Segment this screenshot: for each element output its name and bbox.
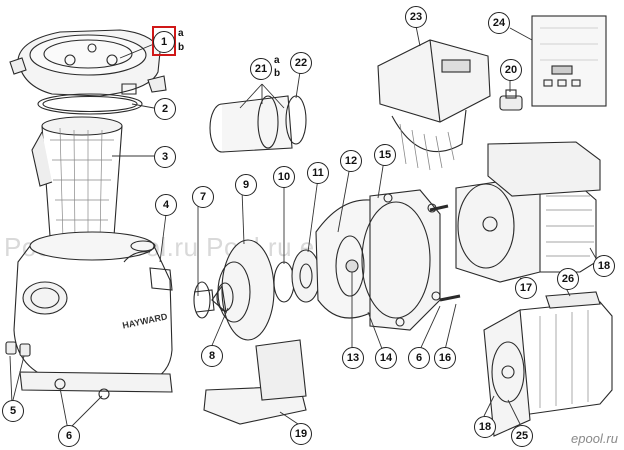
callout-6: 6 — [58, 425, 80, 447]
callout-25: 25 — [511, 425, 533, 447]
callout-21: 21 — [250, 58, 272, 80]
callout-13: 13 — [342, 347, 364, 369]
motor-part — [455, 141, 601, 283]
callout-14: 14 — [375, 347, 397, 369]
callout-7: 7 — [192, 186, 214, 208]
callout-1-sub-a: a — [178, 28, 184, 39]
callout-6b: 6 — [408, 347, 430, 369]
callout-2: 2 — [154, 98, 176, 120]
callout-9: 9 — [235, 174, 257, 196]
callout-4: 4 — [155, 194, 177, 216]
gasket-ring-part — [273, 261, 295, 303]
site-logo: epool.ru — [571, 431, 618, 446]
callout-19: 19 — [290, 423, 312, 445]
lid-part — [9, 29, 167, 97]
callout-5: 5 — [2, 400, 24, 422]
callout-11: 11 — [307, 162, 329, 184]
callout-8: 8 — [201, 345, 223, 367]
callout-24: 24 — [488, 12, 510, 34]
callout-18: 18 — [593, 255, 615, 277]
callout-1-sub-b: b — [178, 42, 185, 53]
impeller-part — [291, 249, 321, 303]
callout-23: 23 — [405, 6, 427, 28]
strainer-basket-part — [31, 116, 123, 245]
square-flange-motor-part — [483, 291, 613, 437]
diffuser-part — [211, 239, 275, 341]
fitting-part — [499, 89, 523, 111]
pump-base-part — [203, 339, 307, 425]
drive-part — [377, 39, 491, 171]
callout-12: 12 — [340, 150, 362, 172]
callout-21-sub-a: a — [274, 55, 280, 66]
drain-plugs-part — [5, 341, 31, 357]
callout-3: 3 — [154, 146, 176, 168]
callout-1: 1 — [153, 31, 175, 53]
callout-10: 10 — [273, 166, 295, 188]
callout-16: 16 — [434, 347, 456, 369]
control-panel-part — [531, 15, 607, 107]
union-fitting-part — [209, 95, 307, 153]
motor-bracket-part — [315, 199, 377, 319]
bracket-flange-part — [361, 189, 441, 331]
bolt-part — [439, 294, 461, 302]
callout-22: 22 — [290, 52, 312, 74]
callout-17: 17 — [515, 277, 537, 299]
callout-26: 26 — [557, 268, 579, 290]
callout-21-sub-b: b — [274, 68, 281, 79]
o-ring-part — [37, 93, 143, 115]
seal-plate-part — [193, 281, 215, 319]
callout-20: 20 — [500, 59, 522, 81]
leader-lines — [9, 25, 599, 431]
callout-15: 15 — [374, 144, 396, 166]
callout-18b: 18 — [474, 416, 496, 438]
